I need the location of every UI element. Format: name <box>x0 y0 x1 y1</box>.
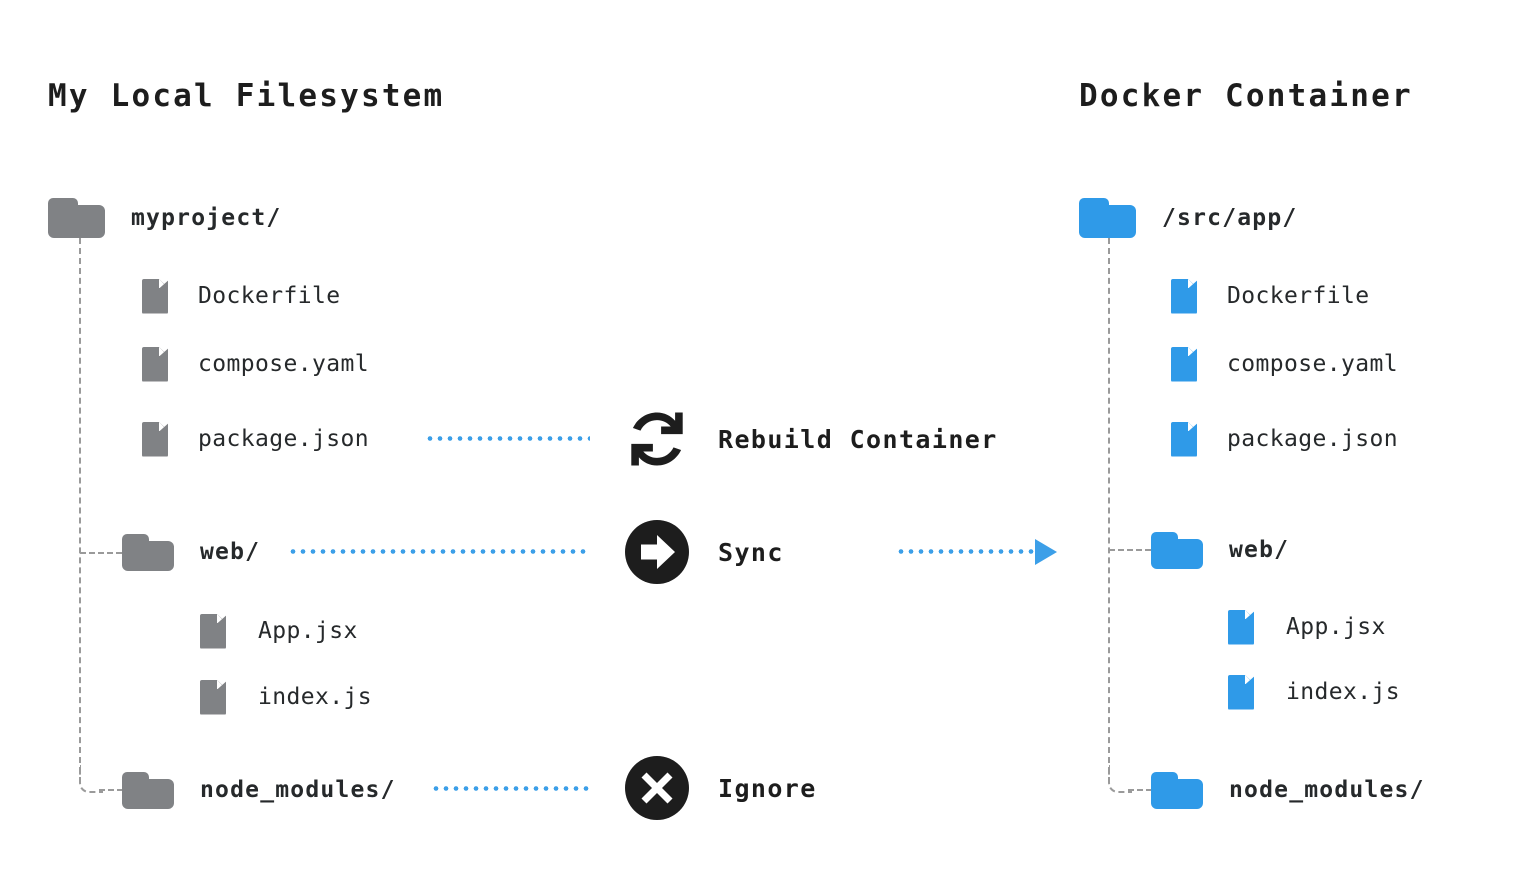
list-item-label: Dockerfile <box>198 283 341 309</box>
arrow-right-circle-icon <box>624 519 690 585</box>
list-item[interactable]: index.js <box>1228 670 1400 714</box>
connector-node-modules-to-ignore <box>431 786 590 791</box>
action-label: Rebuild Container <box>718 424 998 454</box>
list-item[interactable]: App.jsx <box>200 609 358 653</box>
list-item[interactable]: Dockerfile <box>1171 274 1369 318</box>
connector-web-to-sync <box>288 549 588 554</box>
action-label: Ignore <box>718 773 817 803</box>
file-icon <box>200 679 226 715</box>
folder-icon <box>1151 771 1203 809</box>
arrow-head-sync <box>1035 539 1057 565</box>
folder-icon <box>1079 198 1136 238</box>
action-ignore[interactable]: Ignore <box>624 755 817 821</box>
list-item-label: node_modules/ <box>1229 777 1425 803</box>
list-item[interactable]: package.json <box>1171 417 1398 461</box>
left-tree-elbow-node-modules <box>79 765 103 793</box>
list-item[interactable]: myproject/ <box>48 196 281 240</box>
list-item-label: web/ <box>1229 537 1290 563</box>
file-icon <box>1171 421 1197 457</box>
page-title-container: Docker Container <box>1079 78 1413 114</box>
right-tree-branch-web <box>1109 549 1151 551</box>
file-icon <box>1228 609 1254 645</box>
folder-icon <box>122 771 174 809</box>
file-icon <box>1171 346 1197 382</box>
action-rebuild-container[interactable]: Rebuild Container <box>624 406 998 472</box>
file-icon <box>142 421 168 457</box>
list-item[interactable]: node_modules/ <box>122 768 396 812</box>
list-item[interactable]: compose.yaml <box>142 342 369 386</box>
list-item-label: node_modules/ <box>200 777 396 803</box>
page-title-local: My Local Filesystem <box>48 78 445 114</box>
list-item[interactable]: App.jsx <box>1228 605 1386 649</box>
list-item-label: App.jsx <box>1286 614 1386 640</box>
list-item-label: index.js <box>1286 679 1400 705</box>
list-item[interactable]: Dockerfile <box>142 274 340 318</box>
list-item-label: App.jsx <box>258 618 358 644</box>
connector-sync-to-container <box>896 549 1040 554</box>
list-item-label: myproject/ <box>131 205 282 231</box>
list-item-label: compose.yaml <box>1227 351 1398 377</box>
file-icon <box>142 346 168 382</box>
list-item-label: /src/app/ <box>1162 205 1298 231</box>
left-tree-trunk <box>79 238 81 783</box>
refresh-cycle-icon <box>624 406 690 472</box>
right-tree-branch-node-modules <box>1128 789 1152 791</box>
list-item-label: Dockerfile <box>1227 283 1370 309</box>
right-tree-elbow-node-modules <box>1108 765 1132 793</box>
list-item-label: index.js <box>258 684 372 710</box>
file-icon <box>200 613 226 649</box>
right-tree-trunk <box>1108 238 1110 783</box>
list-item[interactable]: /src/app/ <box>1079 196 1297 240</box>
left-tree-branch-web <box>80 552 122 554</box>
folder-icon <box>122 533 174 571</box>
list-item[interactable]: node_modules/ <box>1151 768 1425 812</box>
file-icon <box>1171 278 1197 314</box>
list-item[interactable]: index.js <box>200 675 372 719</box>
file-icon <box>1228 674 1254 710</box>
list-item[interactable]: compose.yaml <box>1171 342 1398 386</box>
file-icon <box>142 278 168 314</box>
list-item-label: package.json <box>198 426 369 452</box>
list-item[interactable]: web/ <box>1151 528 1289 572</box>
folder-icon <box>1151 531 1203 569</box>
list-item[interactable]: web/ <box>122 530 260 574</box>
folder-icon <box>48 198 105 238</box>
list-item-label: package.json <box>1227 426 1398 452</box>
action-label: Sync <box>718 537 784 567</box>
connector-package-json-to-rebuild <box>425 436 590 441</box>
left-tree-branch-node-modules <box>99 789 123 791</box>
list-item-label: compose.yaml <box>198 351 369 377</box>
list-item[interactable]: package.json <box>142 417 369 461</box>
action-sync[interactable]: Sync <box>624 519 784 585</box>
x-circle-icon <box>624 755 690 821</box>
list-item-label: web/ <box>200 539 261 565</box>
